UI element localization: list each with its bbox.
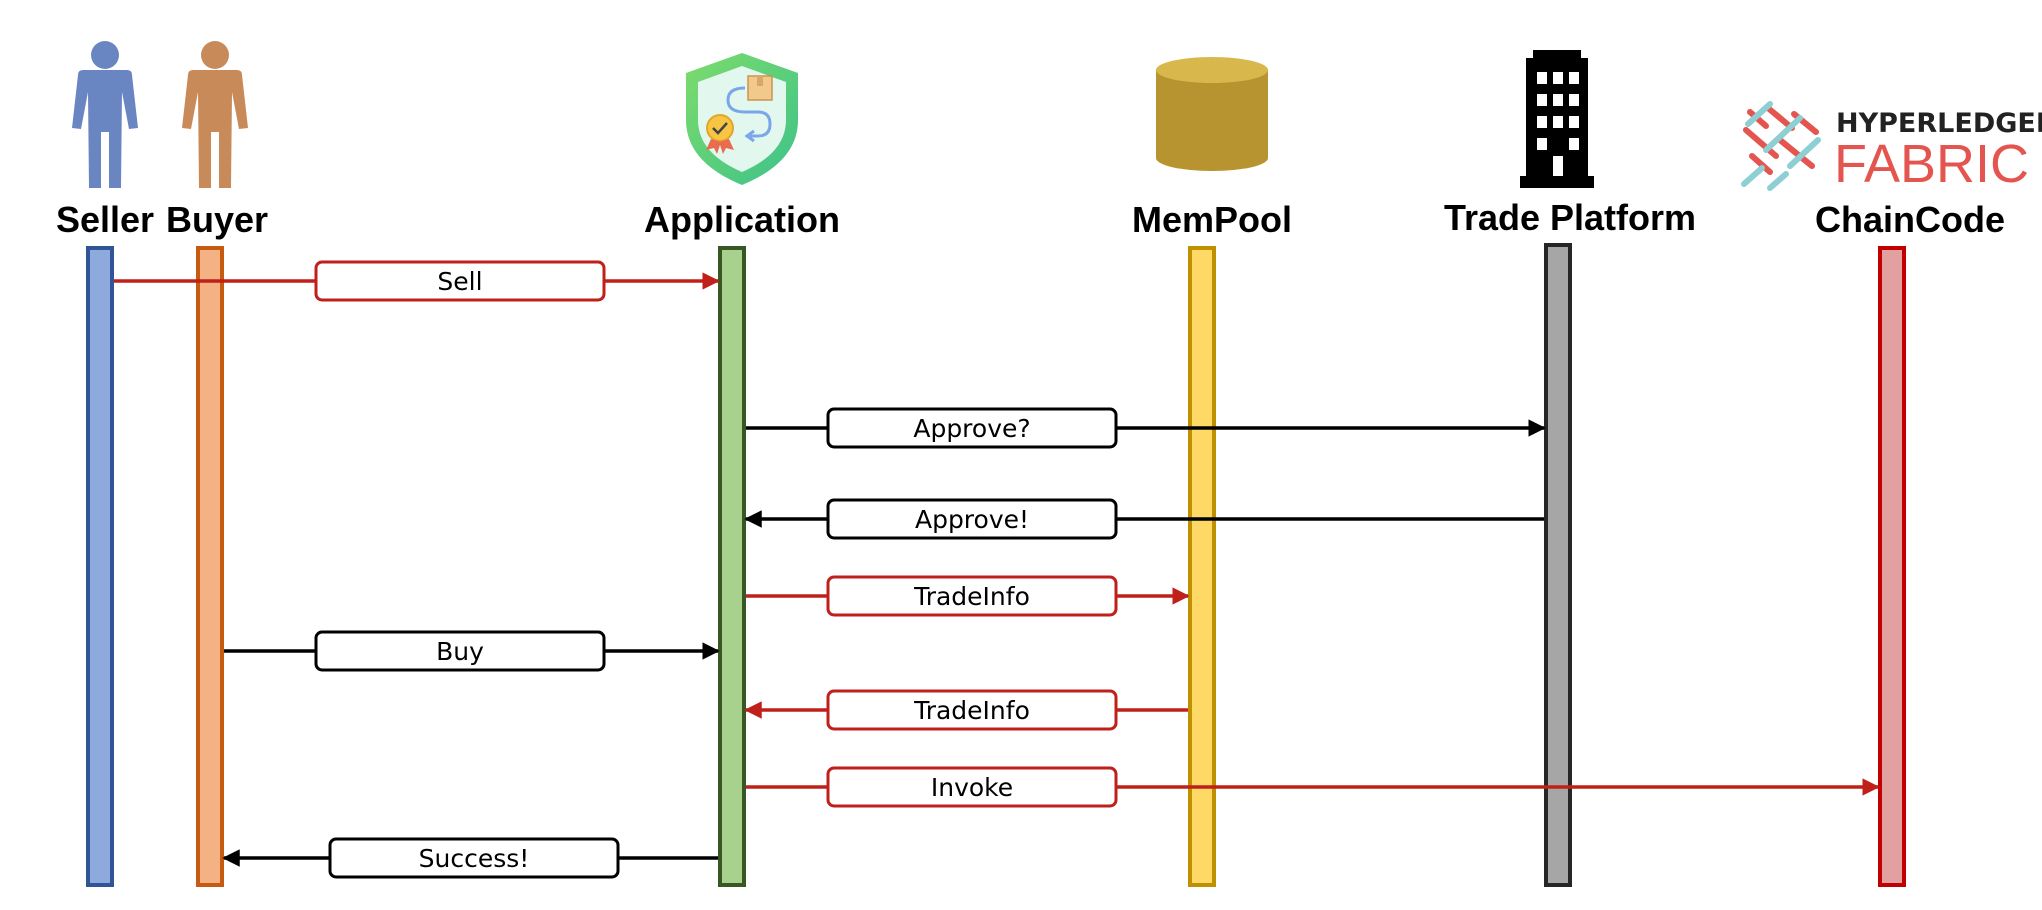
message-7: Invoke xyxy=(746,766,1880,808)
hyperledger-fabric-logo: HYPERLEDGER FABRIC xyxy=(1741,101,2042,194)
message-label: Success! xyxy=(419,844,530,873)
actor-label-seller: Seller xyxy=(56,199,154,240)
actor-label-buyer: Buyer xyxy=(166,199,268,240)
message-label: TradeInfo xyxy=(913,582,1030,611)
lifeline-buyer xyxy=(196,246,224,887)
message-1: Sell xyxy=(114,260,720,302)
message-label: Buy xyxy=(436,637,484,666)
lifeline-chaincode xyxy=(1878,246,1906,887)
message-label: Approve? xyxy=(913,414,1030,443)
lifeline-trade-platform xyxy=(1544,243,1572,887)
message-6: TradeInfo xyxy=(744,689,1188,731)
lifeline-seller xyxy=(86,246,114,887)
logo-hyperledger-text: HYPERLEDGER xyxy=(1836,108,2042,139)
message-4: TradeInfo xyxy=(746,575,1190,617)
message-5: Buy xyxy=(224,630,720,672)
message-label-box xyxy=(314,630,606,672)
message-label-box xyxy=(826,689,1118,731)
message-label-box xyxy=(826,575,1118,617)
buyer-person-icon xyxy=(182,41,248,188)
actor-label-mempool: MemPool xyxy=(1132,199,1292,240)
message-label: Approve! xyxy=(915,505,1029,534)
message-2: Approve? xyxy=(746,407,1546,449)
message-label-box xyxy=(826,766,1118,808)
mempool-database-icon xyxy=(1156,57,1268,171)
trade-platform-building-icon xyxy=(1520,50,1594,188)
actor-label-trade-platform: Trade Platform xyxy=(1444,197,1696,238)
lifeline-application xyxy=(718,246,746,887)
logo-fabric-text: FABRIC xyxy=(1834,134,2029,194)
seller-person-icon xyxy=(72,41,138,188)
message-label-box xyxy=(826,498,1118,540)
message-8: Success! xyxy=(222,837,718,879)
message-label-box xyxy=(314,260,606,302)
message-label-box xyxy=(328,837,620,879)
lifeline-mempool xyxy=(1188,246,1216,887)
message-label-box xyxy=(826,407,1118,449)
message-3: Approve! xyxy=(744,498,1544,540)
actor-label-chaincode: ChainCode xyxy=(1815,199,2005,240)
message-label: TradeInfo xyxy=(913,696,1030,725)
message-label: Sell xyxy=(437,267,482,296)
message-label: Invoke xyxy=(931,773,1013,802)
application-shield-icon xyxy=(686,53,798,185)
actor-label-application: Application xyxy=(644,199,840,240)
